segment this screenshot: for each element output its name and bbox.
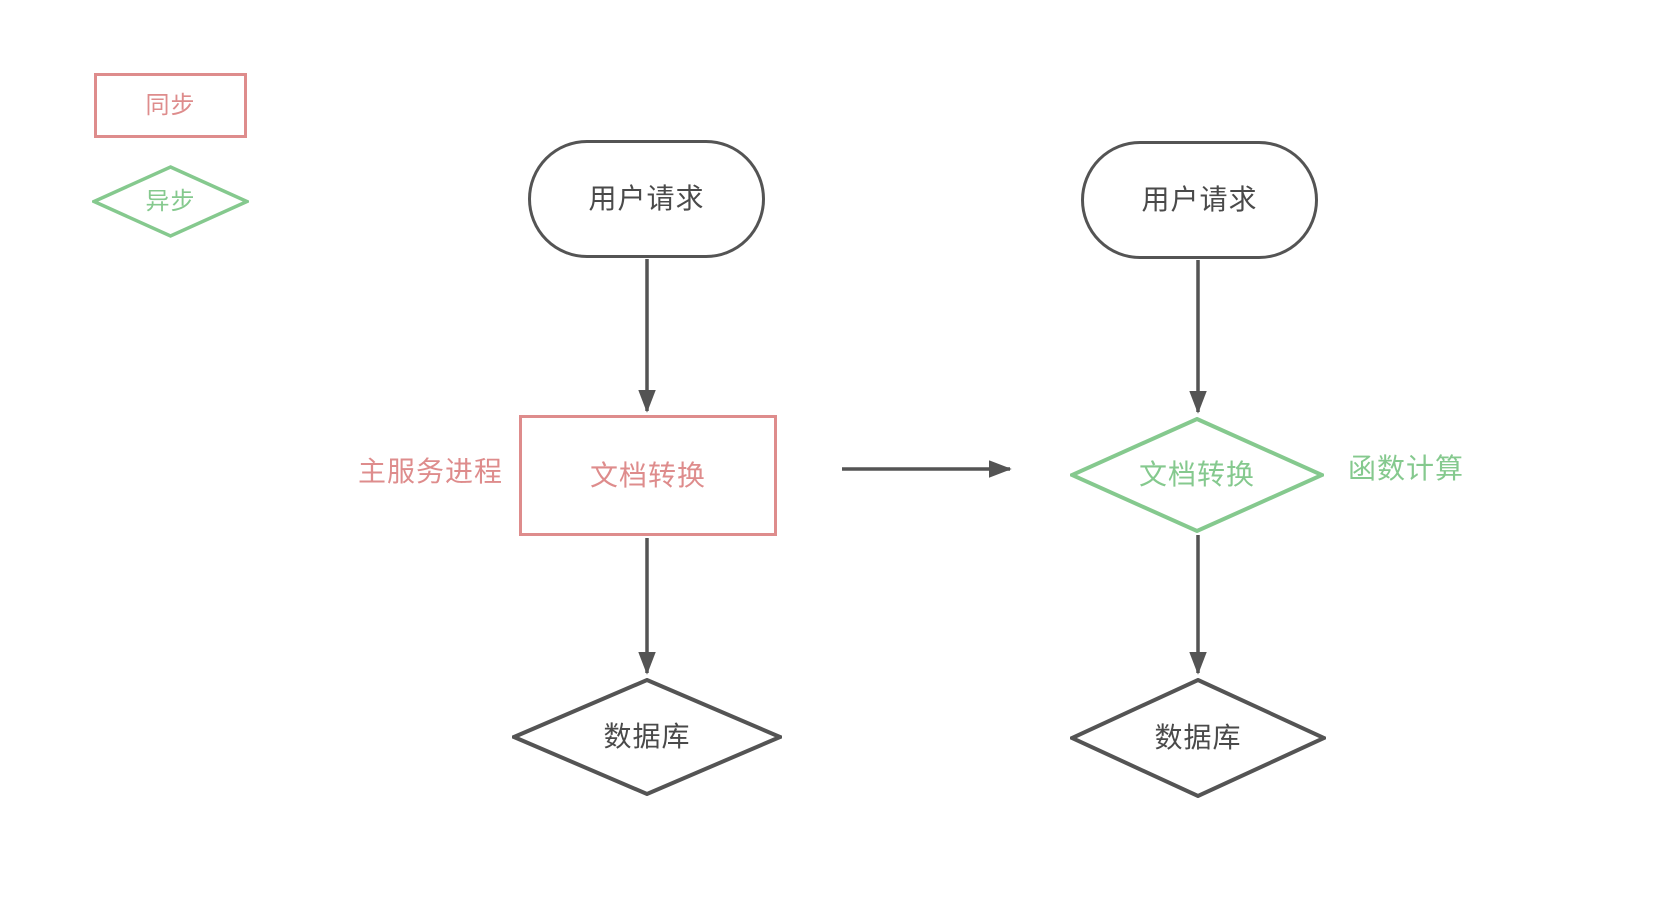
right-start-label: 用户请求 — [1141, 184, 1258, 215]
legend-sync-label: 同步 — [145, 91, 196, 119]
left-start-node: 用户请求 — [528, 140, 765, 258]
legend-async-diamond: 异步 — [92, 165, 249, 238]
right-process-label: 文档转换 — [1138, 459, 1255, 490]
left-end-label: 数据库 — [603, 721, 691, 752]
left-end-diamond-shape — [512, 678, 782, 796]
left-end-node: 数据库 — [512, 678, 782, 796]
left-start-label: 用户请求 — [588, 183, 705, 214]
legend-sync-rectangle: 同步 — [94, 73, 247, 138]
left-process-node: 文档转换 — [519, 415, 777, 536]
left-process-annotation: 主服务进程 — [357, 456, 503, 487]
right-process-annotation: 函数计算 — [1348, 453, 1465, 484]
right-process-node: 文档转换 — [1070, 417, 1324, 533]
right-start-node: 用户请求 — [1081, 141, 1318, 259]
left-process-label: 文档转换 — [589, 459, 706, 491]
right-end-node: 数据库 — [1070, 678, 1326, 798]
legend-async-label: 异步 — [145, 187, 196, 215]
right-end-label: 数据库 — [1154, 722, 1242, 753]
right-end-diamond-shape — [1070, 678, 1326, 798]
legend-async-diamond-shape — [92, 165, 249, 238]
right-process-diamond-shape — [1070, 417, 1324, 533]
